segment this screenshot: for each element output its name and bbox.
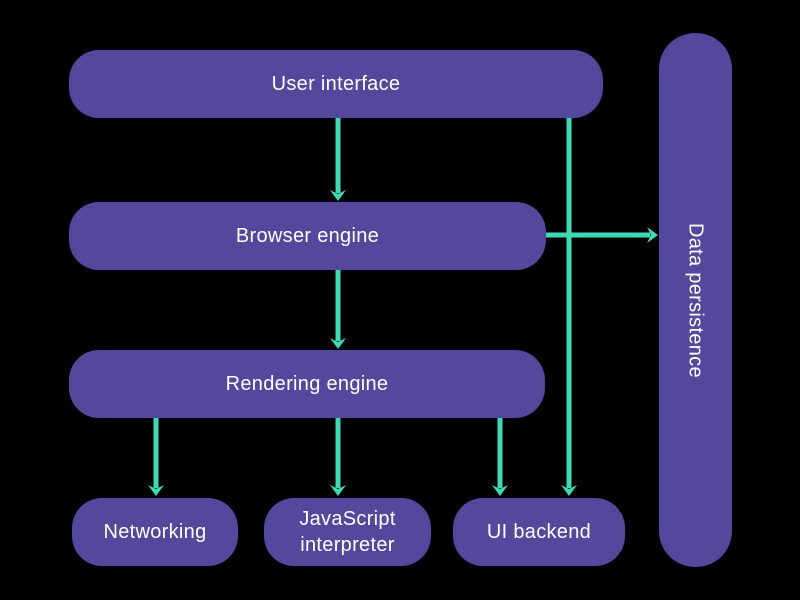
- arrow-user-interface-to-browser-engine: [330, 118, 346, 201]
- arrow-rendering-engine-to-ui-backend: [492, 418, 508, 496]
- node-rendering-engine-label: Rendering engine: [225, 373, 389, 395]
- arrow-browser-engine-to-rendering-engine: [330, 270, 346, 349]
- node-networking: Networking: [72, 498, 238, 566]
- node-networking-label: Networking: [103, 521, 207, 543]
- node-user-interface-label: User interface: [271, 73, 401, 95]
- node-javascript-interpreter-label: JavaScript interpreter: [299, 508, 396, 556]
- node-browser-engine: Browser engine: [69, 202, 546, 270]
- node-javascript-interpreter: JavaScript interpreter: [264, 498, 431, 566]
- node-ui-backend-label: UI backend: [486, 521, 592, 543]
- node-data-persistence: Data persistence: [659, 33, 732, 567]
- node-user-interface: User interface: [69, 50, 603, 118]
- node-ui-backend: UI backend: [453, 498, 625, 566]
- arrow-rendering-engine-to-javascript-interpreter: [330, 418, 346, 496]
- arrow-browser-engine-to-data-persistence: [546, 227, 658, 243]
- arrow-rendering-engine-to-networking: [148, 418, 164, 496]
- node-data-persistence-label: Data persistence: [684, 222, 707, 378]
- node-browser-engine-label: Browser engine: [235, 225, 380, 247]
- arrow-user-interface-to-ui-backend: [561, 118, 577, 496]
- node-rendering-engine: Rendering engine: [69, 350, 545, 418]
